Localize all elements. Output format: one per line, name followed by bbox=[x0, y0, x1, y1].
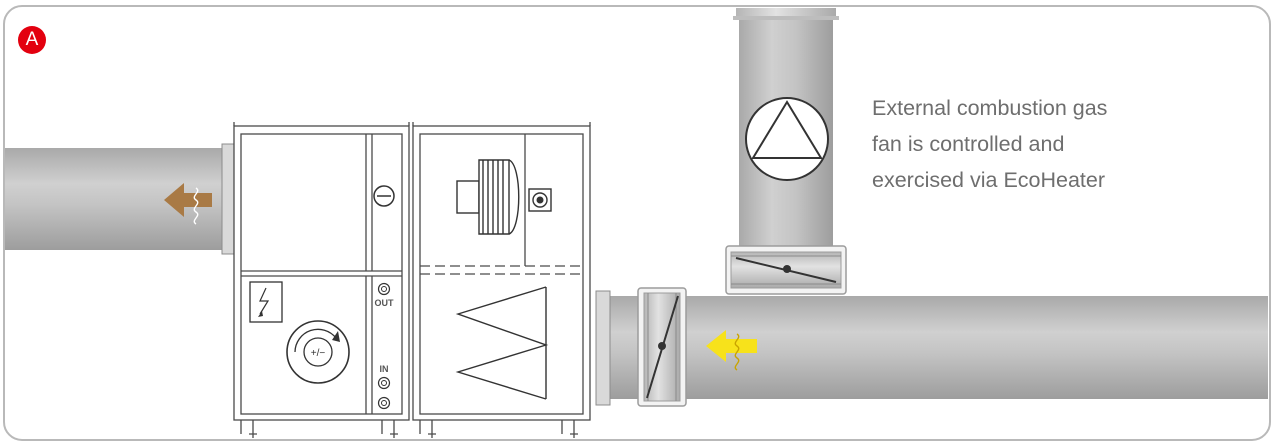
port-out-label: OUT bbox=[375, 298, 395, 308]
section-badge: A bbox=[18, 26, 46, 54]
caption-line: External combustion gas bbox=[872, 96, 1108, 120]
caption-line: exercised via EcoHeater bbox=[872, 168, 1106, 192]
caption-text: External combustion gas fan is controlle… bbox=[872, 90, 1212, 198]
combustion-damper[interactable] bbox=[725, 245, 847, 295]
plus-minus-dial-icon: +/− bbox=[286, 320, 350, 384]
port-in-label: IN bbox=[380, 364, 389, 374]
lightning-icon bbox=[249, 281, 283, 323]
unit-feet bbox=[240, 420, 578, 438]
supply-duct bbox=[595, 290, 1268, 406]
triangle-in-circle-icon bbox=[745, 97, 829, 181]
motor-dot-icon bbox=[528, 188, 552, 212]
zigzag-heat-exchanger-icon bbox=[455, 286, 549, 400]
supply-damper[interactable] bbox=[637, 287, 687, 407]
supply-airflow-arrow bbox=[706, 330, 757, 371]
air-handling-unit bbox=[233, 122, 591, 421]
exhaust-airflow-arrow bbox=[164, 183, 212, 225]
svg-text:+/−: +/− bbox=[311, 348, 326, 359]
minus-in-circle-icon bbox=[373, 185, 395, 207]
fan-impeller-icon bbox=[456, 159, 520, 235]
port-out: OUT bbox=[375, 282, 395, 308]
caption-line: fan is controlled and bbox=[872, 132, 1065, 156]
port-in: IN bbox=[377, 364, 391, 410]
